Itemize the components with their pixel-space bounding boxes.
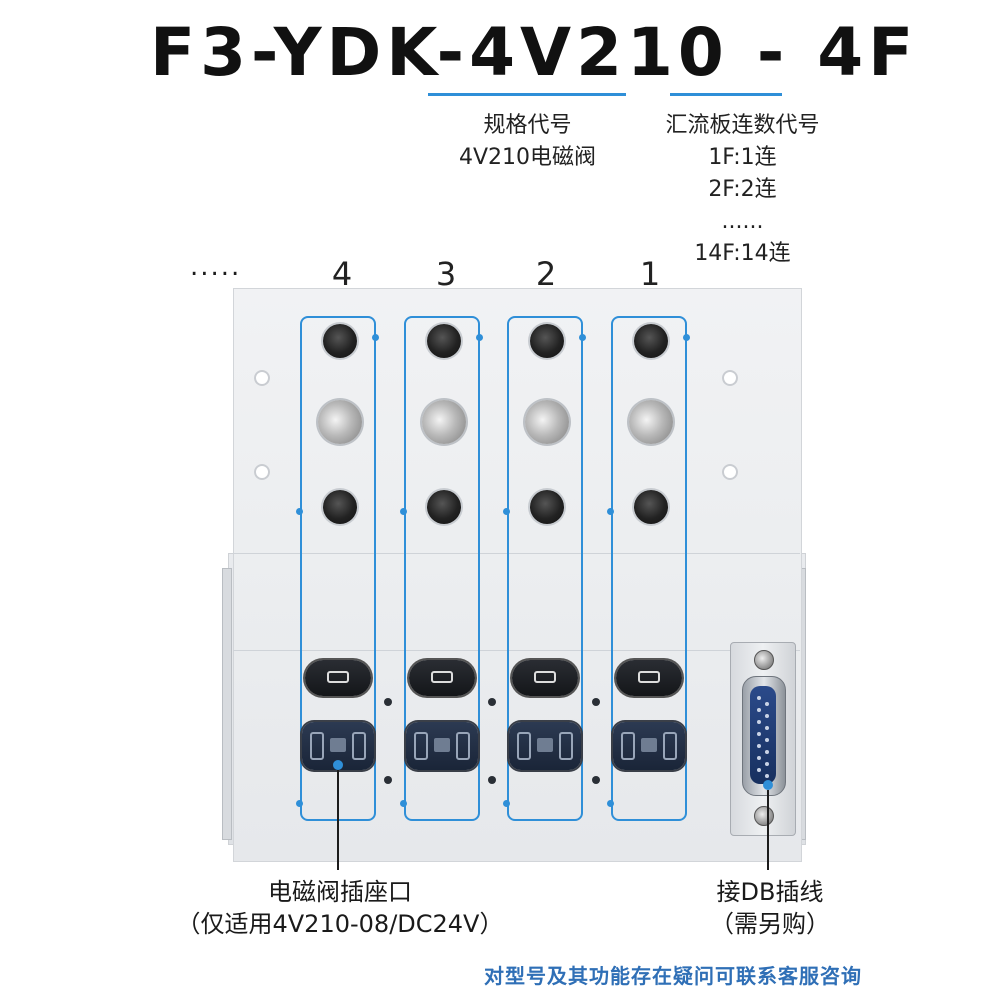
spec-underline (428, 93, 626, 96)
manifold-code-line-3: ...... (721, 209, 764, 234)
db-pin (765, 714, 769, 718)
db-pin (765, 750, 769, 754)
station-number-2: 2 (535, 255, 557, 293)
port-hole-large (318, 400, 362, 444)
mounting-hole (722, 370, 738, 386)
port-hole (634, 324, 668, 358)
port-hole-large (525, 400, 569, 444)
mounting-hole (722, 464, 738, 480)
product-model-title: F3-YDK-4V210 - 4F (150, 14, 919, 91)
port-hole-large (629, 400, 673, 444)
socket-callout-marker (333, 760, 343, 770)
valve-station-1 (611, 316, 687, 821)
station-marker-dot (607, 508, 614, 515)
pilot-socket (409, 660, 475, 696)
spec-legend: 规格代号 4V210电磁阀 (430, 110, 625, 174)
screw-pin (384, 698, 392, 706)
manifold-code-label: 汇流板连数代号 (665, 113, 820, 138)
pilot-socket (512, 660, 578, 696)
station-marker-dot (579, 334, 586, 341)
port-hole (323, 324, 357, 358)
manifold-code-underline (670, 93, 782, 96)
spec-value: 4V210电磁阀 (458, 145, 597, 170)
manifold-code-legend: 汇流板连数代号 1F:1连 2F:2连 ...... 14F:14连 (640, 110, 845, 270)
manifold-code-line-1: 1F:1连 (708, 145, 777, 170)
db-pin (765, 702, 769, 706)
screw-pin (488, 698, 496, 706)
solenoid-socket (613, 722, 685, 770)
db-pin (765, 738, 769, 742)
db-pin (765, 774, 769, 778)
db-screw-bottom (754, 806, 774, 826)
db-callout-marker (763, 780, 773, 790)
db-callout: 接DB插线 （需另购） (680, 876, 860, 940)
manifold-code-line-2: 2F:2连 (708, 177, 777, 202)
station-number-1: 1 (639, 255, 661, 293)
db-pin (757, 756, 761, 760)
mounting-hole (254, 370, 270, 386)
screw-pin (592, 776, 600, 784)
station-marker-dot (296, 800, 303, 807)
station-number-4: 4 (331, 255, 353, 293)
db-pin (765, 762, 769, 766)
db-pin (757, 768, 761, 772)
port-hole (323, 490, 357, 524)
port-hole (427, 490, 461, 524)
db-pin (757, 720, 761, 724)
station-number-3: 3 (435, 255, 457, 293)
valve-station-2 (507, 316, 583, 821)
db-callout-note: （需另购） (710, 910, 830, 938)
solenoid-socket (406, 722, 478, 770)
manifold-left-edge (222, 568, 232, 840)
station-marker-dot (503, 800, 510, 807)
station-marker-dot (503, 508, 510, 515)
db-screw-top (754, 650, 774, 670)
socket-callout-title: 电磁阀插座口 (268, 878, 412, 906)
station-marker-dot (400, 800, 407, 807)
plate-groove-top (233, 553, 800, 554)
port-hole (634, 490, 668, 524)
spec-label: 规格代号 (483, 113, 572, 138)
plate-groove-mid (233, 650, 800, 651)
station-marker-dot (607, 800, 614, 807)
db-pin (757, 696, 761, 700)
db-connector-core (750, 686, 776, 784)
station-ellipsis: ..... (190, 252, 242, 282)
solenoid-socket (302, 722, 374, 770)
valve-station-3 (404, 316, 480, 821)
port-hole-large (422, 400, 466, 444)
screw-pin (592, 698, 600, 706)
pilot-socket (305, 660, 371, 696)
port-hole (427, 324, 461, 358)
screw-pin (488, 776, 496, 784)
footer-contact-note: 对型号及其功能存在疑问可联系客服咨询 (484, 964, 862, 988)
socket-callout-note: （仅适用4V210-08/DC24V） (176, 910, 504, 938)
port-hole (530, 490, 564, 524)
db-callout-title: 接DB插线 (716, 878, 824, 906)
station-marker-dot (476, 334, 483, 341)
db-pin (765, 726, 769, 730)
socket-leader-line (337, 770, 339, 870)
mounting-hole (254, 464, 270, 480)
station-marker-dot (372, 334, 379, 341)
socket-callout: 电磁阀插座口 （仅适用4V210-08/DC24V） (150, 876, 530, 940)
db-pin (757, 732, 761, 736)
station-marker-dot (683, 334, 690, 341)
db-pin (757, 708, 761, 712)
screw-pin (384, 776, 392, 784)
pilot-socket (616, 660, 682, 696)
station-marker-dot (296, 508, 303, 515)
solenoid-socket (509, 722, 581, 770)
db-pin (757, 744, 761, 748)
station-marker-dot (400, 508, 407, 515)
db-leader-line (767, 790, 769, 870)
port-hole (530, 324, 564, 358)
manifold-code-line-4: 14F:14连 (694, 241, 791, 266)
